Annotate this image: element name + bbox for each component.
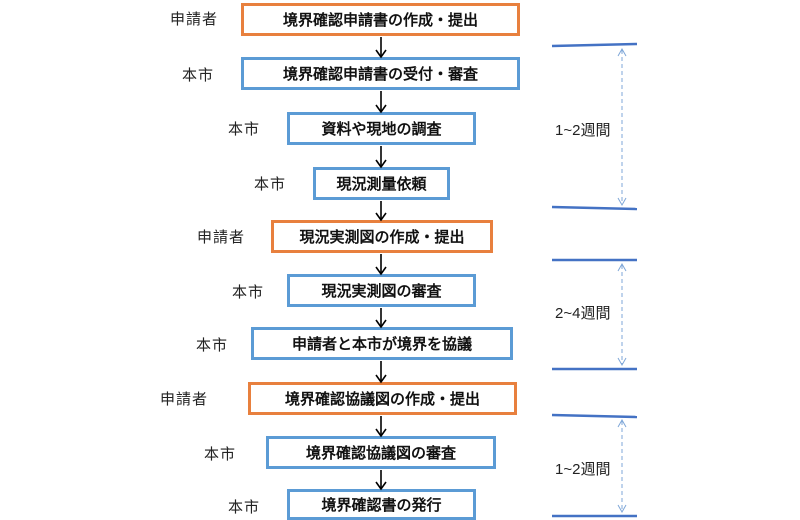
arrow-8-head [375,428,387,438]
step-7-actor: 本市 [196,336,229,354]
flow-arrows [375,37,387,491]
arrow-1-head [375,49,387,59]
step-8-box: 境界確認協議図の作成・提出 [248,382,517,415]
step-1-actor: 申請者 [170,10,219,28]
duration-bracket-2 [552,258,637,371]
arrow-6-head [375,319,387,329]
step-5-box: 現況実測図の作成・提出 [271,220,493,253]
step-3-actor: 本市 [228,120,261,138]
step-2-actor: 本市 [182,66,215,84]
arrow-4-head [375,212,387,222]
arrow-2-head [375,104,387,114]
duration-label-2: 2~4週間 [555,305,611,322]
duration-label-1: 1~2週間 [555,122,611,139]
step-2-box: 境界確認申請書の受付・審査 [241,57,520,90]
step-7-box: 申請者と本市が境界を協議 [251,327,513,360]
step-6-actor: 本市 [232,283,265,301]
duration-label-3: 1~2週間 [555,461,611,478]
step-10-box: 境界確認書の発行 [287,489,476,520]
step-8-actor: 申請者 [160,390,209,408]
step-10-actor: 本市 [228,498,261,516]
step-3-box: 資料や現地の調査 [287,112,476,145]
step-9-actor: 本市 [204,445,237,463]
step-5-actor: 申請者 [197,228,246,246]
duration-bracket-1 [551,42,638,211]
step-4-actor: 本市 [254,175,287,193]
arrow-9-head [375,481,387,491]
step-9-box: 境界確認協議図の審査 [266,436,496,469]
arrow-5-head [375,266,387,276]
arrow-7-head [375,374,387,384]
arrow-3-head [375,159,387,169]
duration-bracket-3 [551,413,638,518]
step-1-box: 境界確認申請書の作成・提出 [241,3,520,36]
step-4-box: 現況測量依頼 [313,167,450,200]
step-6-box: 現況実測図の審査 [287,274,476,307]
